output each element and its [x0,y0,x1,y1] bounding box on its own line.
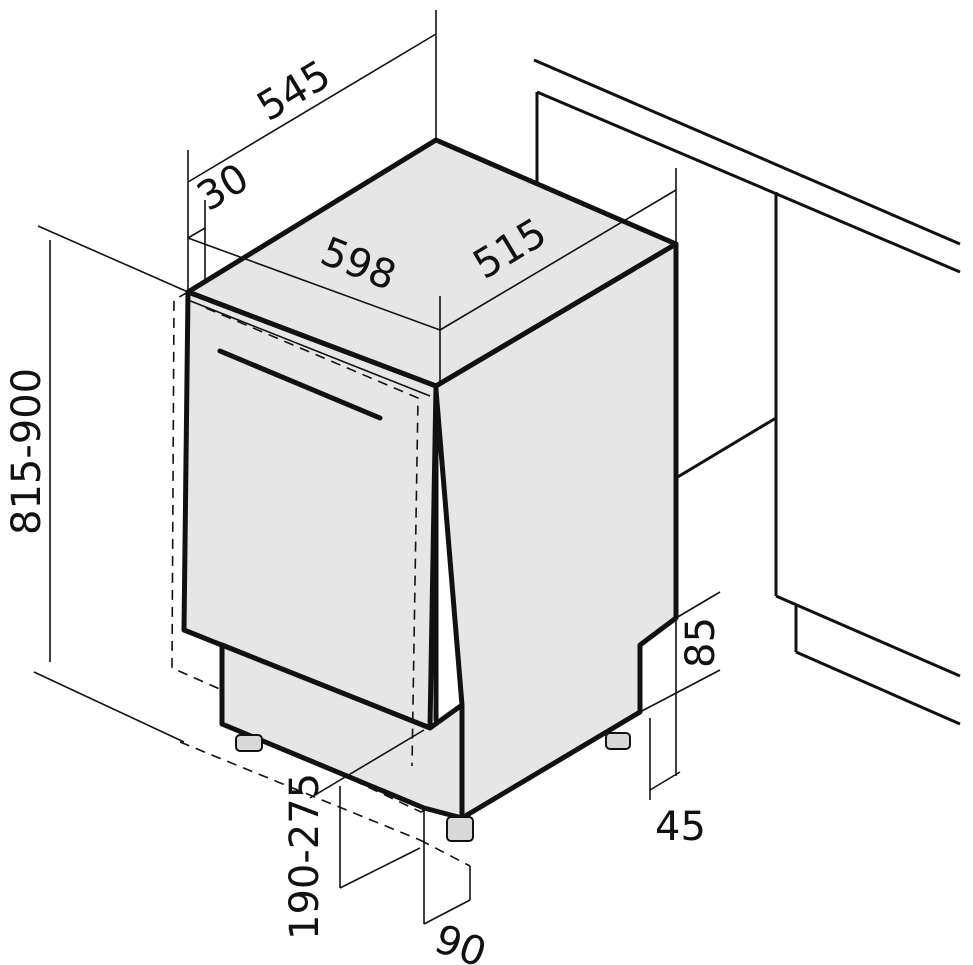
feet [235,732,631,842]
label-plinth-offset: 90 [429,916,493,965]
dimension-lines [33,10,721,925]
label-recess-height: 85 [678,617,724,668]
door-inner-dashed [205,307,419,767]
door-handle [217,348,383,421]
label-height: 815-900 [4,368,50,535]
label-plinth-height: 190-275 [282,773,328,940]
dishwasher-body [181,137,679,821]
label-recess-depth: 45 [655,804,706,850]
foot-front-right [446,816,474,842]
foot-back-right [605,732,631,750]
kitchen-cabinets [533,58,961,726]
door-inner-line [187,299,431,397]
label-panel-offset: 30 [189,155,256,221]
foot-front-left [235,734,263,752]
